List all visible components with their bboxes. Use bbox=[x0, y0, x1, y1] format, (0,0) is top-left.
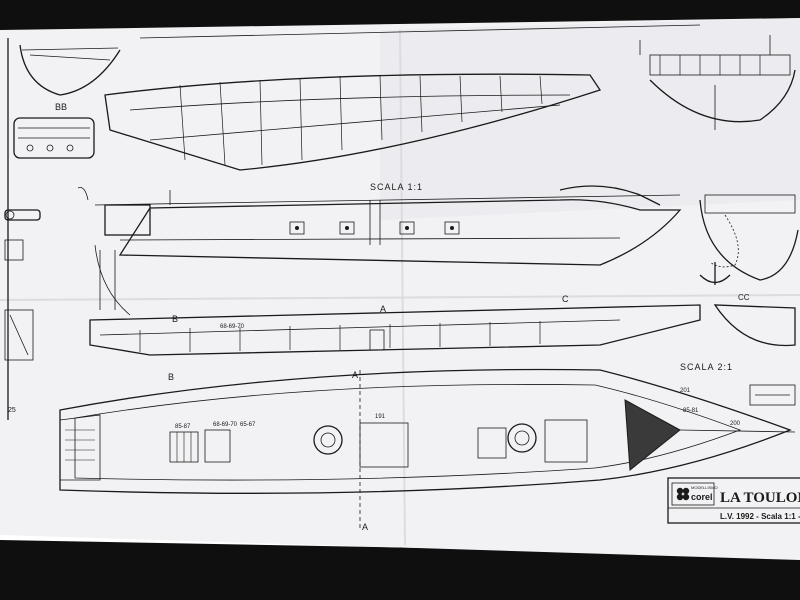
part-201: 201 bbox=[680, 388, 691, 394]
hull-profile-view bbox=[77, 185, 682, 266]
bowsprit bbox=[679, 429, 796, 433]
section-b-bottom-label: B bbox=[168, 372, 174, 382]
part-200: 200 bbox=[730, 421, 741, 427]
svg-text:A: A bbox=[352, 370, 358, 380]
deck-hatches bbox=[169, 419, 588, 468]
scale-bar-box bbox=[749, 384, 796, 406]
part-85-87: 85-87 bbox=[175, 424, 191, 430]
scale-upper-label: SCALA 1:1 bbox=[370, 182, 423, 192]
stern-detail bbox=[13, 117, 95, 159]
paper-shade bbox=[380, 18, 800, 220]
section-a-top-label: A bbox=[380, 304, 386, 314]
anchor-section-view: CC bbox=[699, 194, 799, 347]
cannon-detail bbox=[4, 209, 41, 261]
section-c-label: C bbox=[562, 294, 569, 304]
capstans bbox=[313, 423, 537, 455]
corel-logo bbox=[676, 487, 690, 501]
section-bb-view: BB bbox=[19, 44, 121, 112]
gun-ports bbox=[289, 221, 460, 235]
part-68-69-70: 68-69-70 bbox=[213, 422, 238, 428]
plan-title: LA TOULONN bbox=[720, 490, 800, 506]
plan-subtitle: L.V. 1992 - Scala 1:1 - bbox=[720, 512, 800, 521]
fold-line-vertical bbox=[399, 29, 406, 546]
part-68-69-70-upper: 68-69-70 bbox=[220, 324, 245, 330]
brand-name: corel bbox=[691, 492, 713, 502]
part-85-81: 85-81 bbox=[683, 408, 699, 414]
fold-line bbox=[0, 294, 800, 301]
title-block: MODELLISMO corel LA TOULONN L.V. 1992 - … bbox=[667, 477, 800, 524]
stern-deck bbox=[59, 414, 101, 481]
section-cc-label: CC bbox=[738, 293, 750, 302]
section-b-top-label: B bbox=[172, 314, 178, 324]
part-65-67: 65-67 bbox=[240, 422, 256, 428]
bow-grating bbox=[624, 399, 681, 471]
bottom-dark-edge bbox=[0, 540, 800, 600]
part-191: 191 bbox=[375, 414, 386, 420]
left-side-details: 25 bbox=[4, 309, 34, 414]
section-a-bottom-label: A bbox=[362, 522, 368, 532]
brand-small-text: MODELLISMO bbox=[691, 485, 718, 490]
section-bb-label: BB bbox=[55, 102, 67, 112]
scale-lower-label: SCALA 2:1 bbox=[680, 362, 733, 372]
top-right-section bbox=[639, 35, 796, 130]
deck-plan-view: A A B 85-87 68-69-70 65-67 191 200 201 8… bbox=[59, 368, 796, 532]
lower-profile-view: A B C 68-69-70 bbox=[89, 244, 701, 356]
svg-text:25: 25 bbox=[8, 407, 16, 414]
upper-hull-plan bbox=[104, 24, 701, 171]
